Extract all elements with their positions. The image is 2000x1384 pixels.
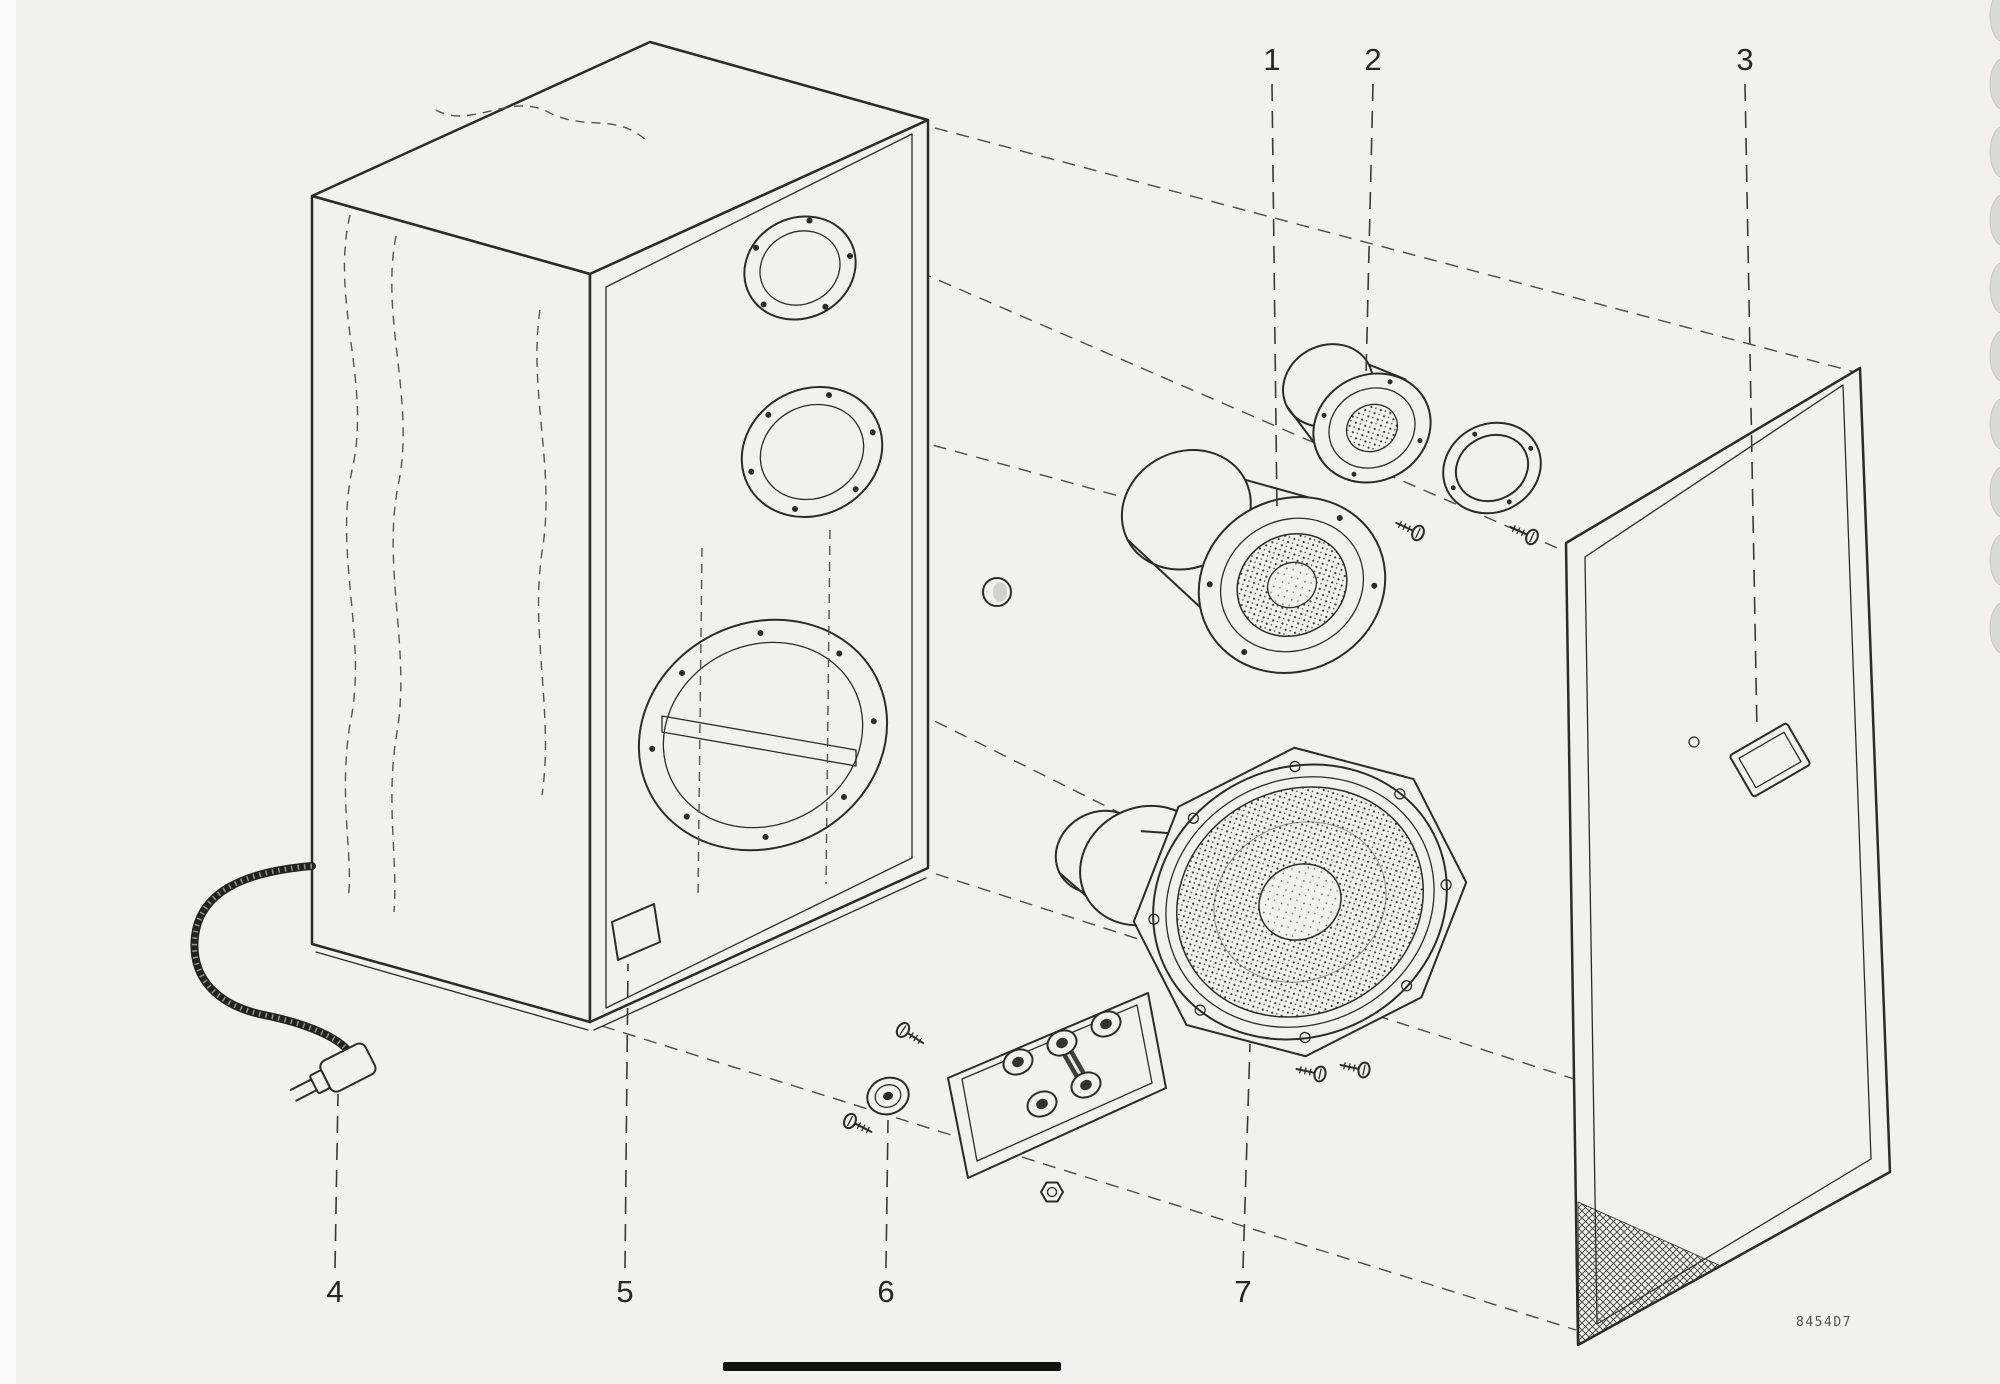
callout-number-4: 4 bbox=[326, 1274, 343, 1309]
callout-numbers: 1 2 3 4 5 6 7 bbox=[326, 42, 1753, 1309]
leader-line-1 bbox=[1271, 83, 1278, 513]
leader-line-7 bbox=[1242, 1043, 1251, 1269]
callout-number-2: 2 bbox=[1364, 42, 1381, 77]
screw bbox=[1295, 1065, 1327, 1083]
binding-post bbox=[1090, 1010, 1122, 1038]
leader-line-5 bbox=[624, 963, 629, 1269]
screw bbox=[1509, 525, 1539, 546]
baffle-frame bbox=[605, 133, 913, 1009]
grille-badge bbox=[1729, 722, 1811, 798]
power-cord bbox=[190, 862, 377, 1102]
woofer-opening bbox=[637, 529, 889, 899]
callout-number-3: 3 bbox=[1736, 42, 1753, 77]
vent-grille bbox=[611, 903, 661, 961]
plinth-edge-front bbox=[593, 877, 927, 1031]
grille-cloth-texture bbox=[1577, 1201, 1722, 1345]
leader-line-2 bbox=[1365, 83, 1374, 377]
drawing-code: 8454D7 bbox=[1796, 1315, 1852, 1330]
callout-number-7: 7 bbox=[1234, 1274, 1251, 1309]
cabinet-side-panel bbox=[310, 194, 592, 1024]
binding-post bbox=[1046, 1029, 1078, 1057]
woofer-screws bbox=[1295, 1061, 1371, 1083]
cabinet bbox=[310, 40, 930, 1031]
screw bbox=[843, 1112, 873, 1134]
internal-brace bbox=[661, 529, 857, 899]
power-plug bbox=[289, 1042, 377, 1102]
knockout-plug bbox=[982, 577, 1012, 607]
leader-line-4 bbox=[334, 1093, 339, 1269]
binding-post bbox=[1002, 1048, 1034, 1076]
terminal-plate bbox=[947, 992, 1167, 1179]
grille-board bbox=[1564, 366, 1892, 1347]
cabinet-front-baffle bbox=[588, 118, 930, 1024]
terminal-panel bbox=[843, 992, 1167, 1203]
plug-pins bbox=[289, 1078, 318, 1102]
midrange-driver bbox=[1120, 449, 1387, 674]
mounting-ring bbox=[1442, 421, 1542, 515]
footer-bar bbox=[723, 1362, 1061, 1371]
hex-nut bbox=[1040, 1181, 1064, 1203]
callout-number-5: 5 bbox=[616, 1274, 633, 1309]
tweeter-driver bbox=[1282, 343, 1432, 484]
tweeter-dome bbox=[1345, 403, 1399, 453]
front-grille bbox=[1564, 366, 1892, 1347]
screw bbox=[1339, 1061, 1371, 1079]
woofer-driver bbox=[1054, 746, 1468, 1058]
binding-post bbox=[1026, 1090, 1058, 1118]
binding-marks bbox=[1989, 0, 2000, 654]
callout-number-6: 6 bbox=[877, 1274, 894, 1309]
grille-pin-hole bbox=[1688, 736, 1700, 748]
screw bbox=[1395, 521, 1425, 542]
leader-line-6 bbox=[885, 1119, 889, 1269]
tweeter-screws bbox=[1395, 521, 1539, 546]
callout-leaders bbox=[334, 83, 1758, 1269]
midrange-opening bbox=[740, 386, 884, 518]
screw bbox=[895, 1022, 925, 1045]
callout-number-1: 1 bbox=[1263, 42, 1280, 77]
panel-grain-lines bbox=[343, 105, 647, 913]
input-knob bbox=[866, 1076, 910, 1116]
binding-post bbox=[1070, 1071, 1102, 1099]
tweeter-opening bbox=[743, 215, 857, 321]
plinth-edge-left bbox=[315, 951, 589, 1031]
page-left-margin bbox=[0, 0, 16, 1384]
